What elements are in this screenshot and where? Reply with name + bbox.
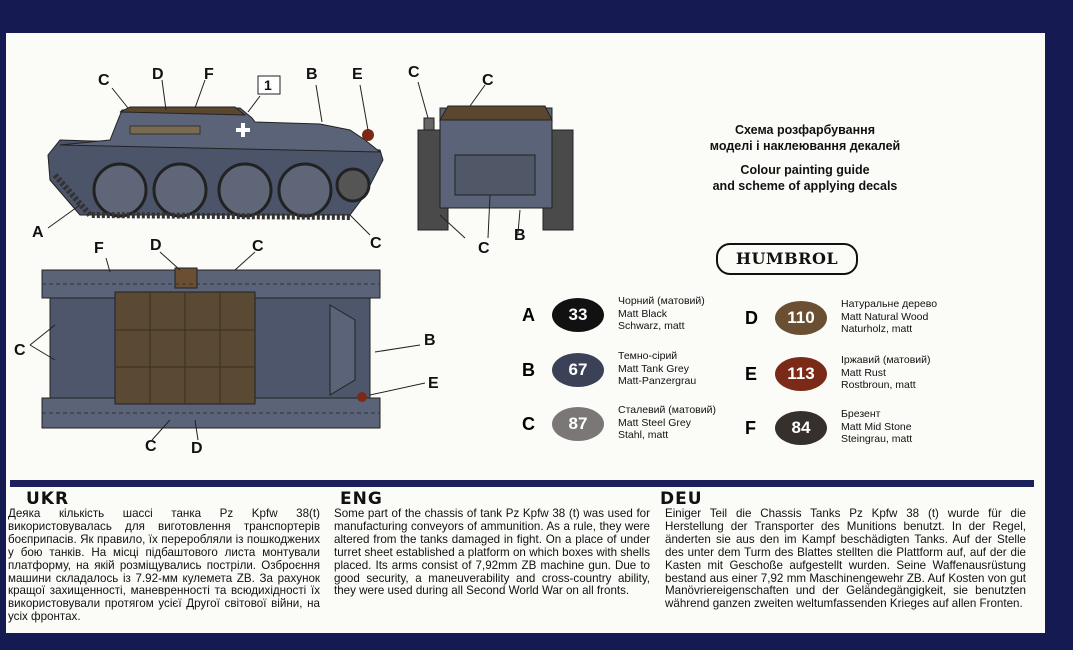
paint-name-deu: Naturholz, matt: [841, 323, 913, 335]
title-ukr-line1: Схема розфарбування: [734, 123, 875, 137]
paint-name-ukr: Чорний (матовий): [618, 295, 705, 307]
leader-lines: [29, 79, 521, 441]
text-deu: DEU Einiger Teil die Chassis Tanks Pz Kp…: [660, 490, 1026, 611]
paint-name-eng: Matt Rust: [841, 366, 886, 379]
decal-number: 1: [264, 77, 272, 93]
label-top-c2: C: [14, 342, 26, 359]
label-side-d: D: [152, 66, 164, 83]
paint-name-eng: Matt Steel Grey: [618, 416, 691, 429]
paint-name-ukr: Темно-сірий: [618, 350, 678, 362]
body-eng: Some part of the chassis of tank Pz Kpfw…: [334, 507, 650, 598]
title-eng-line2: and scheme of applying decals: [712, 179, 898, 193]
paint-name-eng: Matt Natural Wood: [841, 310, 929, 323]
paint-name-eng: Matt Mid Stone: [841, 420, 912, 433]
paint-letter: F: [745, 418, 756, 438]
paint-name-ukr: Сталевий (матовий): [618, 404, 716, 416]
label-top-f: F: [94, 240, 104, 257]
decal-number-box: [257, 75, 281, 95]
title-ukr: Схема розфарбування моделі і наклеювання…: [690, 122, 920, 154]
text-eng: ENG Some part of the chassis of tank Pz …: [334, 490, 650, 598]
paint-name-deu: Matt-Panzergrau: [618, 375, 697, 387]
divider: [10, 480, 1034, 487]
label-side-c1: C: [98, 72, 110, 89]
heading-deu: DEU: [660, 489, 703, 509]
paint-name-deu: Steingrau, matt: [841, 433, 913, 445]
paint-letter: B: [522, 360, 535, 380]
title-eng-line1: Colour painting guide: [740, 163, 870, 177]
paint-name-deu: Stahl, matt: [618, 429, 669, 441]
heading-ukr: UKR: [26, 489, 70, 509]
title-eng: Colour painting guide and scheme of appl…: [690, 162, 920, 194]
paint-code-chip: 84: [775, 411, 827, 445]
title-ukr-line2: моделі і наклеювання декалей: [709, 139, 901, 153]
side-view-drawing: [47, 106, 384, 220]
paint-name-ukr: Брезент: [841, 408, 881, 420]
label-rear-c1: C: [408, 64, 420, 81]
body-deu: Einiger Teil die Chassis Tanks Pz Kpfw 3…: [665, 507, 1026, 611]
label-side-b: B: [306, 66, 318, 83]
paint-letter: C: [522, 414, 535, 434]
label-rear-c2: C: [482, 72, 494, 89]
paint-name-eng: Matt Tank Grey: [618, 362, 689, 375]
paint-code-chip: 87: [552, 407, 604, 441]
paint-name-eng: Matt Black: [618, 307, 668, 320]
humbrol-logo: HUMBROL: [716, 243, 858, 275]
label-side-a: A: [32, 224, 44, 241]
heading-eng: ENG: [340, 489, 383, 509]
paint-code-chip: 33: [552, 298, 604, 332]
balkenkreuz-decal: [236, 123, 250, 137]
top-view-drawing: [41, 267, 381, 429]
paint-code-chip: 67: [552, 353, 604, 387]
label-rear-c3: C: [478, 240, 490, 257]
label-top-e: E: [428, 375, 439, 392]
label-top-d2: D: [191, 440, 203, 457]
label-side-c2: C: [370, 235, 382, 252]
label-top-b: B: [424, 332, 436, 349]
paint-letter: E: [745, 364, 758, 384]
label-side-e: E: [352, 66, 363, 83]
paint-name-deu: Schwarz, matt: [618, 320, 685, 332]
rear-view-drawing: [417, 105, 574, 231]
label-top-c3: C: [145, 438, 157, 455]
wood-beam: [129, 125, 201, 135]
label-top-d1: D: [150, 237, 162, 254]
paint-name-ukr: Натуральне дерево: [841, 298, 938, 310]
label-rear-b: B: [514, 227, 526, 244]
paint-letter: D: [745, 308, 758, 328]
paint-name-ukr: Іржавий (матовий): [841, 354, 931, 366]
text-ukr: UKR Деяка кількість шассі танка Pz Kpfw …: [8, 490, 320, 624]
label-side-f: F: [204, 66, 214, 83]
paint-code-chip: 113: [775, 357, 827, 391]
paint-letter: A: [522, 305, 535, 325]
paint-code-chip: 110: [775, 301, 827, 335]
label-top-c1: C: [252, 238, 264, 255]
body-ukr: Деяка кількість шассі танка Pz Kpfw 38(t…: [8, 507, 320, 624]
paint-name-deu: Rostbroun, matt: [841, 379, 916, 391]
